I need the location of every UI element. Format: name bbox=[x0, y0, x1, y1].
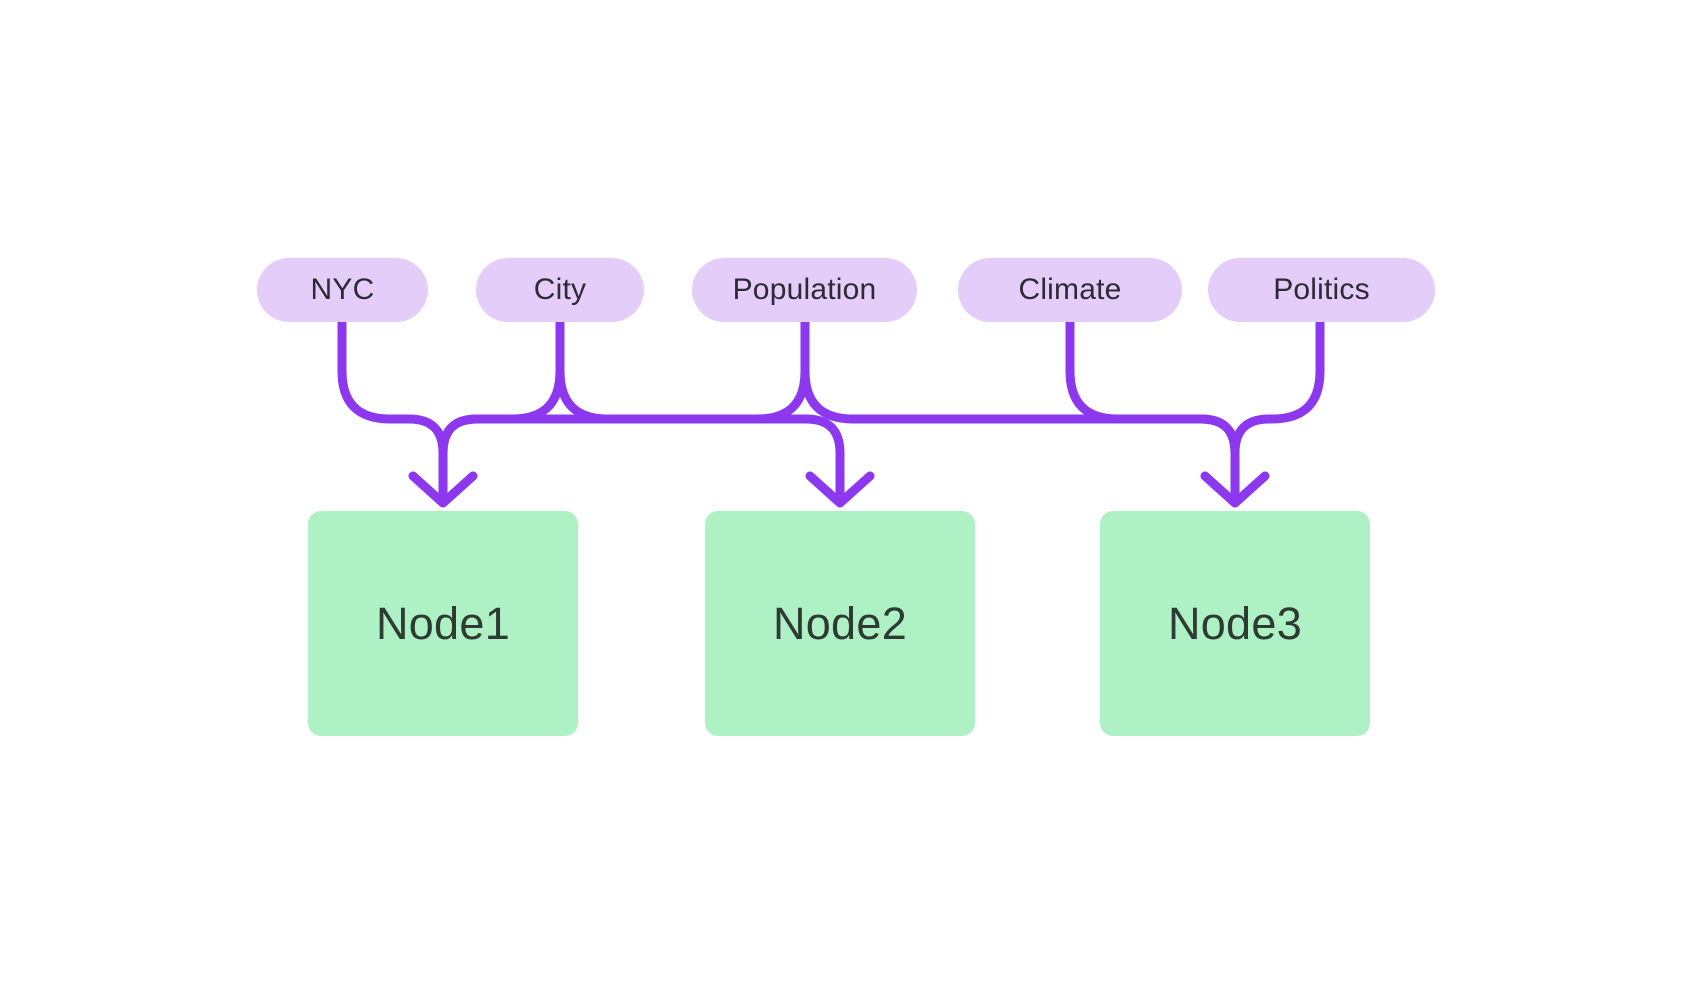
label-pill-climate[interactable]: Climate bbox=[958, 258, 1182, 322]
edge-city-node1 bbox=[438, 317, 565, 463]
edge-population-node1 bbox=[438, 317, 810, 463]
node-node2[interactable]: Node2 bbox=[705, 511, 975, 736]
node-node1-label: Node1 bbox=[375, 597, 511, 649]
edge-city-node2 bbox=[555, 317, 845, 463]
label-pill-nyc[interactable]: NYC bbox=[257, 258, 428, 322]
edge-climate-node3 bbox=[1065, 317, 1240, 463]
node-node3[interactable]: Node3 bbox=[1100, 511, 1370, 736]
arrow-down-icon-node2 bbox=[805, 450, 875, 508]
label-pill-city-text: City bbox=[533, 273, 587, 306]
node-node3-label: Node3 bbox=[1167, 597, 1303, 649]
label-pill-politics[interactable]: Politics bbox=[1208, 258, 1435, 322]
node-node2-label: Node2 bbox=[772, 597, 908, 649]
label-pill-climate-text: Climate bbox=[1018, 273, 1122, 306]
label-pill-nyc-text: NYC bbox=[310, 273, 375, 306]
arrow-down-icon-node1 bbox=[408, 450, 478, 508]
edge-population-node3 bbox=[800, 317, 1240, 463]
node-node1[interactable]: Node1 bbox=[308, 511, 578, 736]
label-pill-population-text: Population bbox=[732, 273, 877, 306]
label-pill-city[interactable]: City bbox=[476, 258, 644, 322]
label-pill-population[interactable]: Population bbox=[692, 258, 917, 322]
edge-politics-node3 bbox=[1230, 317, 1325, 463]
arrow-down-icon-node3 bbox=[1200, 450, 1270, 508]
label-pill-politics-text: Politics bbox=[1273, 273, 1370, 306]
edge-nyc-node1 bbox=[337, 317, 448, 463]
